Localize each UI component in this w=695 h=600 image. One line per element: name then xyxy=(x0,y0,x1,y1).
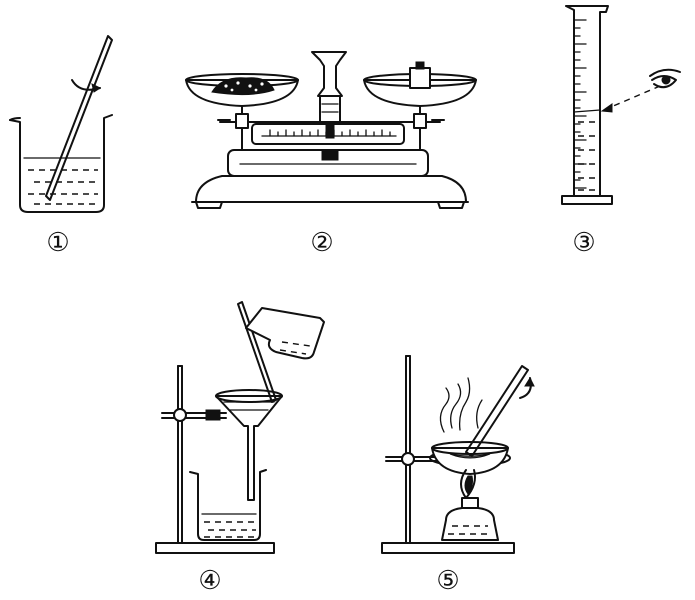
stirring-rod-1 xyxy=(45,35,113,201)
glass-rod-4 xyxy=(237,301,277,403)
stir-direction-arrow-icon xyxy=(71,79,101,93)
eye-icon xyxy=(649,68,681,89)
step-4-filtration xyxy=(155,301,325,554)
iron-stand-5 xyxy=(381,355,515,554)
evaporating-dish xyxy=(431,441,509,475)
step-label-1: ① xyxy=(46,228,70,258)
balance-beam-scale xyxy=(251,123,405,161)
measuring-cylinder xyxy=(561,5,613,205)
step-1-stirring xyxy=(9,35,113,213)
step-2-weighing xyxy=(185,51,477,209)
receiving-beaker xyxy=(189,469,267,541)
step-5-evaporation xyxy=(381,355,535,554)
steam-lines xyxy=(439,377,483,433)
beaker-1 xyxy=(9,114,113,213)
pouring-beaker xyxy=(245,307,325,360)
step-3-measuring-cylinder xyxy=(561,5,681,205)
right-pan-with-weight xyxy=(363,61,477,107)
glass-rod-5 xyxy=(465,365,529,457)
stir-arrow-icon-5 xyxy=(519,376,535,399)
sight-line xyxy=(600,85,661,113)
step-label-3: ③ xyxy=(572,228,596,258)
left-pan-with-sample xyxy=(185,73,299,107)
balance-pointer-column xyxy=(311,51,347,125)
step-label-4: ④ xyxy=(198,566,222,596)
alcohol-lamp xyxy=(441,469,499,541)
iron-stand-4 xyxy=(155,365,275,554)
step-label-2: ② xyxy=(310,228,334,258)
step-label-5: ⑤ xyxy=(436,566,460,596)
funnel xyxy=(215,389,283,501)
balance-arms xyxy=(217,105,445,151)
